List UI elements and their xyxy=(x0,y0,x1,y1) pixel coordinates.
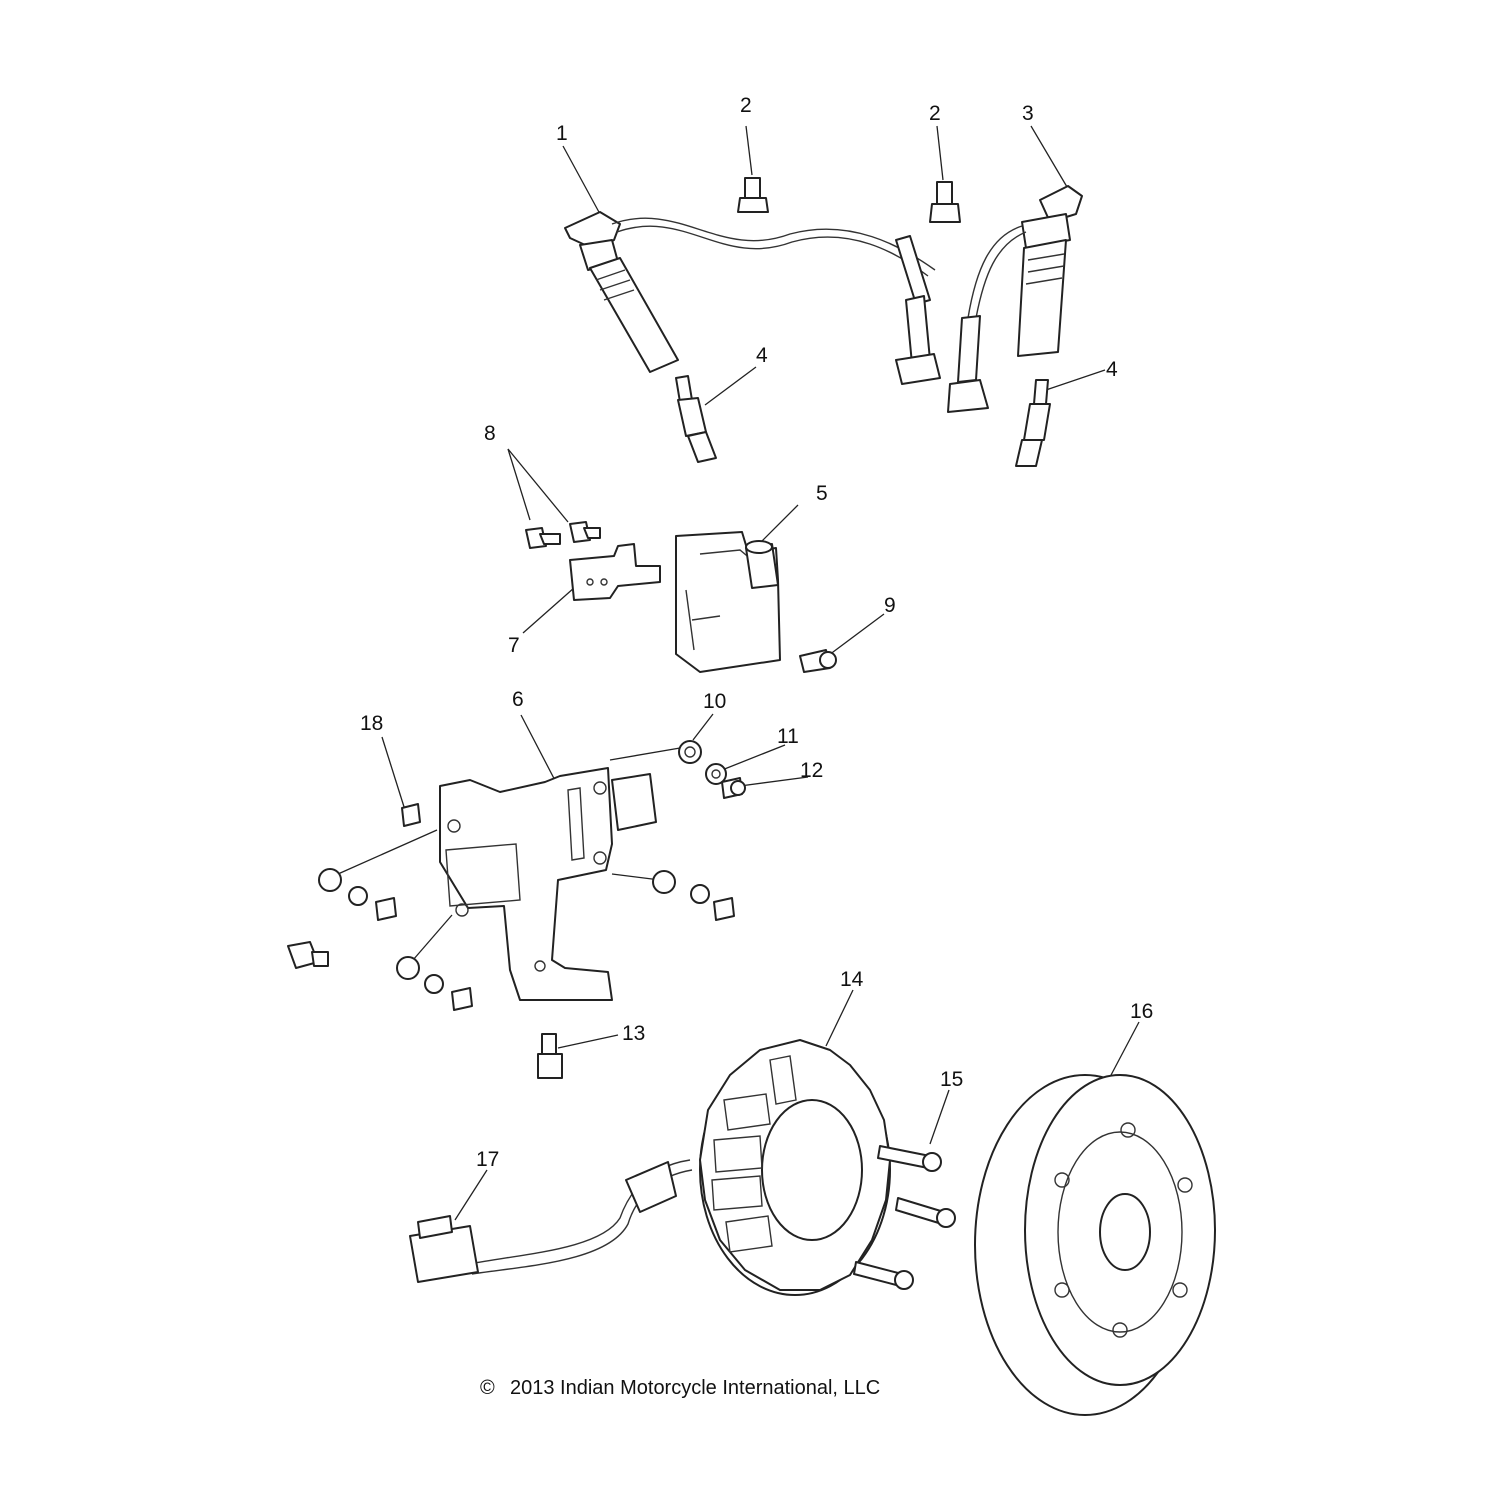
callout-16: 16 xyxy=(1130,1000,1153,1023)
callout-3: 3 xyxy=(1022,102,1034,125)
callout-4b: 4 xyxy=(1106,358,1118,381)
callout-4a: 4 xyxy=(756,344,768,367)
stator-14 xyxy=(699,1039,891,1296)
spark-plug-left xyxy=(675,375,717,463)
coil-boot-right xyxy=(947,185,1083,413)
callout-12: 12 xyxy=(800,759,823,782)
callout-18: 18 xyxy=(360,712,383,735)
callout-8: 8 xyxy=(484,422,496,445)
callout-2b: 2 xyxy=(929,102,941,125)
grommet-left xyxy=(318,868,397,921)
callout-5: 5 xyxy=(816,482,828,505)
screw-2b xyxy=(929,181,961,223)
callout-17: 17 xyxy=(476,1148,499,1171)
bracket-7 xyxy=(569,543,661,601)
callout-10: 10 xyxy=(703,690,726,713)
callout-1: 1 xyxy=(556,122,568,145)
callout-2a: 2 xyxy=(740,94,752,117)
washer-11 xyxy=(705,763,727,785)
coil-boot-left xyxy=(564,211,941,385)
bracket-6 xyxy=(439,767,657,1001)
flywheel-16 xyxy=(974,1074,1216,1416)
ignition-module-5 xyxy=(675,531,781,673)
copyright-line: © 2013 Indian Motorcycle International, … xyxy=(480,1377,880,1399)
callout-9: 9 xyxy=(884,594,896,617)
bolt-18 xyxy=(401,803,421,827)
spark-plug-right xyxy=(1015,379,1051,467)
callout-6: 6 xyxy=(512,688,524,711)
callout-7: 7 xyxy=(508,634,520,657)
callout-15: 15 xyxy=(940,1068,963,1091)
copyright-symbol: © xyxy=(480,1377,495,1399)
grommet-lower xyxy=(396,956,473,1011)
callout-14: 14 xyxy=(840,968,864,991)
sensor-stud xyxy=(287,941,329,969)
leader-lines xyxy=(337,125,1140,1221)
grommet-10 xyxy=(678,740,702,764)
screw-2a xyxy=(737,177,769,213)
callout-numbers: 1 2 2 3 4 4 5 6 7 8 9 10 11 12 13 14 15 … xyxy=(360,94,1153,1171)
callout-11: 11 xyxy=(777,725,799,748)
grommet-right xyxy=(652,870,735,921)
screw-9 xyxy=(799,649,837,673)
bolt-12 xyxy=(721,777,746,799)
harness-17 xyxy=(409,1159,693,1283)
copyright-text: 2013 Indian Motorcycle International, LL… xyxy=(510,1377,880,1399)
callout-13: 13 xyxy=(622,1022,645,1045)
screw-8b xyxy=(569,521,601,543)
stud-13 xyxy=(537,1033,563,1079)
bolts-15 xyxy=(853,1145,956,1290)
screw-8a xyxy=(525,527,561,549)
